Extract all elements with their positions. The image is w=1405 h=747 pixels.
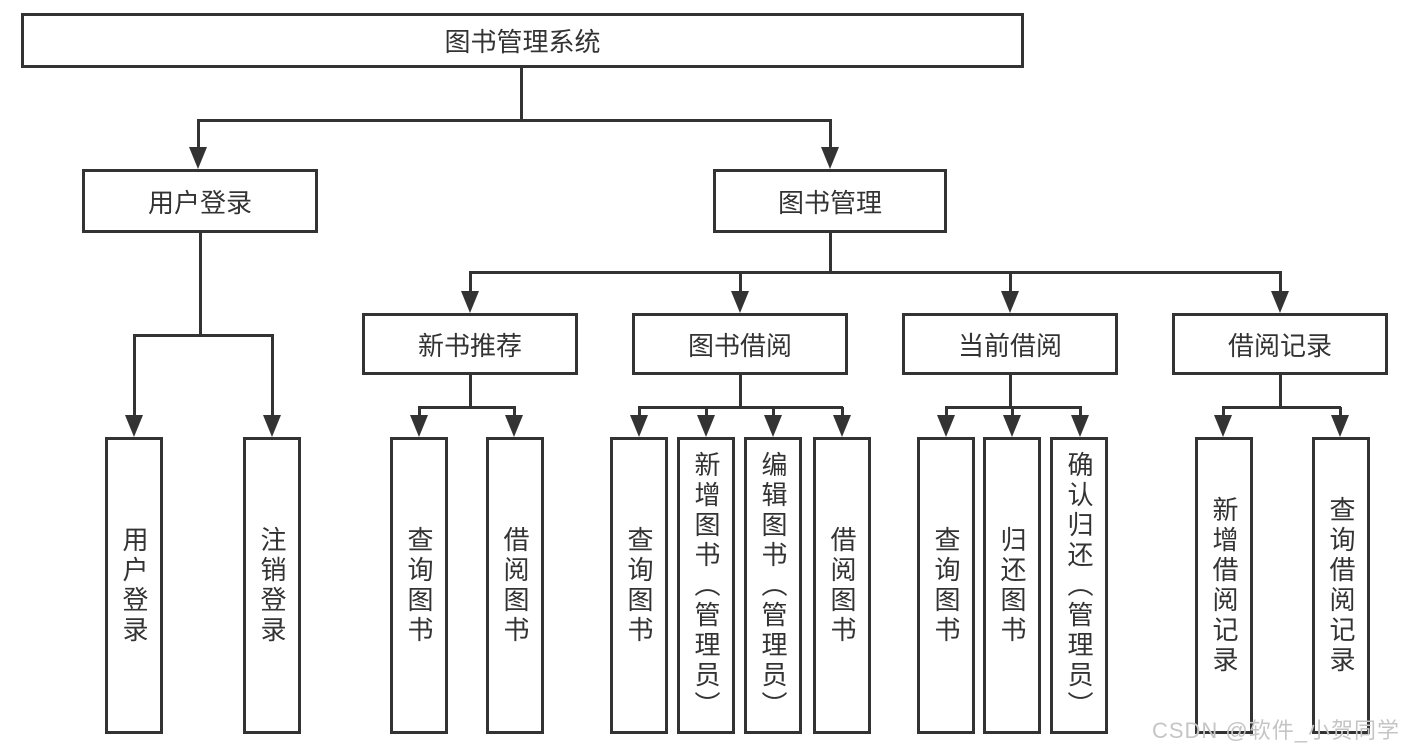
connector-line bbox=[1078, 407, 1082, 417]
connector-line bbox=[944, 407, 948, 417]
node-current-borrowing-label: 当前借阅 bbox=[957, 330, 1062, 361]
connector-line bbox=[1278, 272, 1282, 293]
arrow-down-icon bbox=[731, 291, 749, 313]
arrow-down-icon bbox=[410, 415, 428, 437]
leaf-current-return-books: 归还图书 bbox=[983, 437, 1041, 734]
node-current-borrowing: 当前借阅 bbox=[902, 313, 1118, 375]
connector-line bbox=[468, 272, 472, 293]
connector-line bbox=[828, 120, 832, 149]
arrow-down-icon bbox=[1214, 415, 1232, 437]
connector-line bbox=[1008, 375, 1012, 407]
connector-line bbox=[704, 407, 708, 417]
arrow-down-icon bbox=[821, 147, 839, 169]
leaf-records-query-record-label: 查询借阅记录 bbox=[1326, 495, 1356, 676]
leaf-logout: 注销登录 bbox=[243, 437, 301, 734]
leaf-logout-label: 注销登录 bbox=[257, 525, 287, 646]
arrow-down-icon bbox=[461, 291, 479, 313]
connector-line bbox=[1008, 272, 1012, 293]
connector-line bbox=[1010, 407, 1014, 417]
node-root: 图书管理系统 bbox=[21, 13, 1024, 68]
connector-line bbox=[196, 120, 200, 149]
connector-line bbox=[270, 335, 274, 417]
connector-line bbox=[738, 272, 742, 293]
connector-line bbox=[1278, 375, 1282, 407]
connector-line bbox=[468, 270, 1282, 274]
arrow-down-icon bbox=[1071, 415, 1089, 437]
arrow-down-icon bbox=[505, 415, 523, 437]
node-book-borrowing-label: 图书借阅 bbox=[687, 330, 792, 361]
arrow-down-icon bbox=[1003, 415, 1021, 437]
leaf-recommend-query-books-label: 查询图书 bbox=[404, 525, 434, 646]
arrow-down-icon bbox=[697, 415, 715, 437]
leaf-borrowing-query-books: 查询图书 bbox=[610, 437, 668, 734]
leaf-recommend-query-books: 查询图书 bbox=[390, 437, 448, 734]
connector-line bbox=[132, 335, 136, 417]
connector-line bbox=[840, 407, 844, 417]
node-book-borrowing: 图书借阅 bbox=[632, 313, 848, 375]
connector-line bbox=[637, 407, 641, 417]
connector-line bbox=[1221, 407, 1225, 417]
leaf-borrowing-edit-books-admin: 编辑图书（管理员） bbox=[744, 437, 802, 734]
arrow-down-icon bbox=[189, 147, 207, 169]
node-user-login-label: 用户登录 bbox=[147, 187, 252, 218]
arrow-down-icon bbox=[833, 415, 851, 437]
leaf-current-query-books: 查询图书 bbox=[917, 437, 975, 734]
connector-line bbox=[417, 405, 516, 409]
connector-line bbox=[512, 407, 516, 417]
connector-line bbox=[637, 405, 843, 409]
node-book-management: 图书管理 bbox=[713, 169, 947, 233]
leaf-borrowing-query-books-label: 查询图书 bbox=[624, 525, 654, 646]
leaf-records-query-record: 查询借阅记录 bbox=[1312, 437, 1370, 734]
connector-line bbox=[771, 407, 775, 417]
leaf-user-login: 用户登录 bbox=[105, 437, 163, 734]
leaf-user-login-label: 用户登录 bbox=[119, 525, 149, 646]
node-borrowing-records: 借阅记录 bbox=[1172, 313, 1388, 375]
node-root-label: 图书管理系统 bbox=[444, 27, 601, 57]
connector-line bbox=[468, 375, 472, 407]
connector-line bbox=[1221, 405, 1341, 409]
csdn-watermark: CSDN @软件_小贺同学 bbox=[1151, 718, 1400, 743]
connector-line bbox=[132, 333, 274, 337]
arrow-down-icon bbox=[630, 415, 648, 437]
leaf-borrowing-add-books-admin: 新增图书（管理员） bbox=[677, 437, 735, 734]
node-new-book-recommend-label: 新书推荐 bbox=[417, 330, 522, 361]
leaf-records-add-record-label: 新增借阅记录 bbox=[1209, 495, 1239, 676]
leaf-records-add-record: 新增借阅记录 bbox=[1195, 437, 1253, 734]
arrow-down-icon bbox=[263, 415, 281, 437]
connector-line bbox=[519, 68, 523, 120]
arrow-down-icon bbox=[125, 415, 143, 437]
connector-line bbox=[196, 118, 832, 122]
arrow-down-icon bbox=[1271, 291, 1289, 313]
leaf-recommend-borrow-books-label: 借阅图书 bbox=[500, 525, 530, 646]
connector-line bbox=[417, 407, 421, 417]
node-new-book-recommend: 新书推荐 bbox=[362, 313, 578, 375]
leaf-borrowing-edit-books-admin-label: 编辑图书（管理员） bbox=[758, 450, 788, 721]
leaf-borrowing-borrow-books: 借阅图书 bbox=[813, 437, 871, 734]
leaf-recommend-borrow-books: 借阅图书 bbox=[486, 437, 544, 734]
arrow-down-icon bbox=[1001, 291, 1019, 313]
connector-line bbox=[198, 233, 202, 335]
connector-line bbox=[738, 375, 742, 407]
arrow-down-icon bbox=[764, 415, 782, 437]
leaf-current-confirm-return-admin-label: 确认归还（管理员） bbox=[1064, 450, 1094, 721]
connector-line bbox=[828, 233, 832, 272]
node-borrowing-records-label: 借阅记录 bbox=[1227, 330, 1332, 361]
leaf-current-return-books-label: 归还图书 bbox=[997, 525, 1027, 646]
node-book-management-label: 图书管理 bbox=[777, 187, 882, 218]
leaf-borrowing-add-books-admin-label: 新增图书（管理员） bbox=[691, 450, 721, 721]
node-user-login: 用户登录 bbox=[82, 169, 318, 233]
leaf-current-confirm-return-admin: 确认归还（管理员） bbox=[1050, 437, 1108, 734]
leaf-current-query-books-label: 查询图书 bbox=[931, 525, 961, 646]
arrow-down-icon bbox=[1331, 415, 1349, 437]
leaf-borrowing-borrow-books-label: 借阅图书 bbox=[827, 525, 857, 646]
arrow-down-icon bbox=[937, 415, 955, 437]
connector-line bbox=[1338, 407, 1342, 417]
